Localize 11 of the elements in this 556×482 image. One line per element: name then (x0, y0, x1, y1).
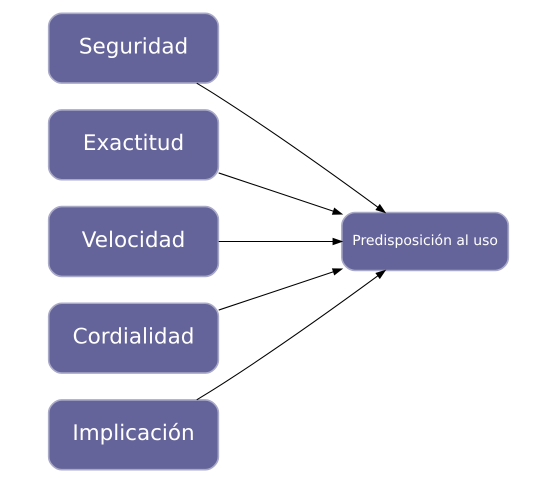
node-box: Velocidad (47, 205, 219, 277)
node-box: Implicación (47, 398, 219, 470)
node-box: Cordialidad (47, 302, 219, 374)
node-box: Exactitud (47, 108, 219, 180)
arrow (196, 269, 386, 400)
arrow (218, 172, 343, 214)
arrow (196, 82, 386, 213)
arrow (218, 237, 343, 245)
node-box: Predisposición al uso (340, 211, 509, 271)
arrow (218, 268, 343, 310)
node-box: Seguridad (47, 12, 219, 84)
